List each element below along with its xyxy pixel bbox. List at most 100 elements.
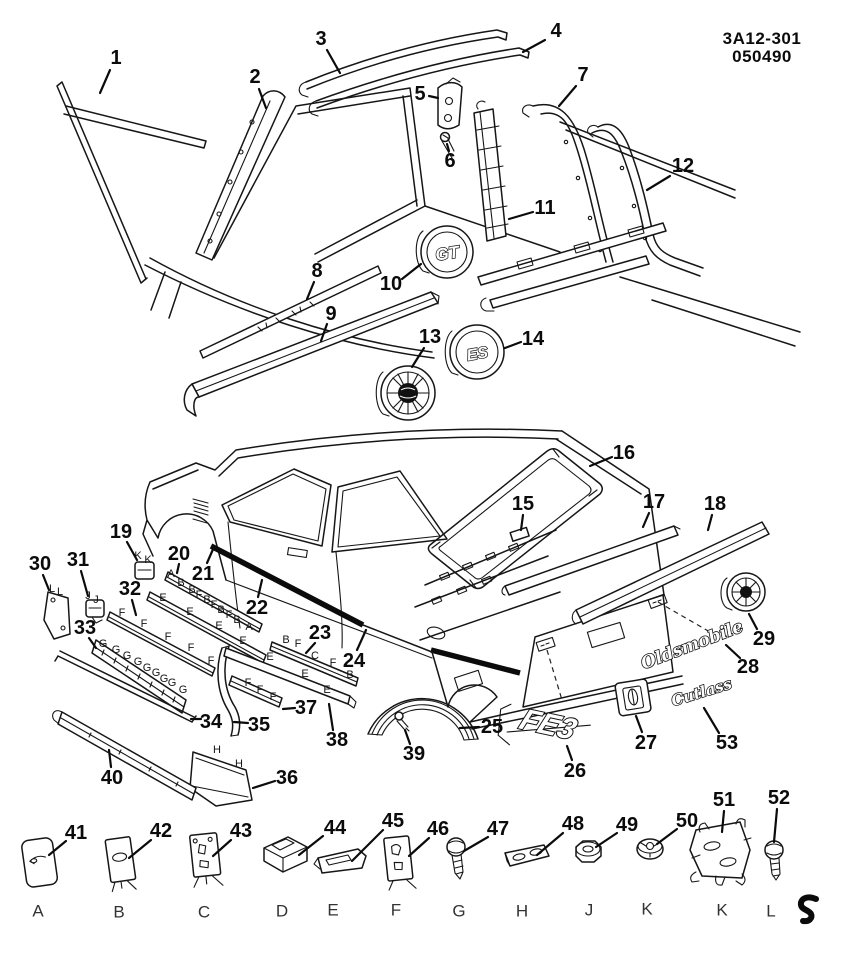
- upper-car-illustration: GT ES: [56, 29, 801, 421]
- callout-51: 51: [713, 789, 735, 811]
- callout-28: 28: [737, 656, 759, 678]
- callout-20: 20: [168, 543, 190, 565]
- callout-26: 26: [564, 760, 586, 782]
- legend-letter-G: G: [452, 902, 465, 921]
- windshield-header: [63, 105, 207, 149]
- attach-letter: B: [346, 669, 353, 681]
- callout-leader-9: [319, 322, 329, 343]
- callout-8: 8: [311, 260, 322, 282]
- attach-letter: G: [168, 677, 177, 689]
- callout-leader-28: [724, 643, 742, 660]
- attach-letter: F: [270, 691, 277, 703]
- callout-53: 53: [716, 732, 738, 754]
- legend-letter-J: J: [585, 901, 594, 920]
- callout-leader-18: [706, 513, 714, 532]
- callout-25: 25: [481, 716, 503, 738]
- callout-leader-12: [645, 174, 672, 192]
- callout-19: 19: [110, 521, 132, 543]
- callout-leader-31: [79, 569, 90, 598]
- part-22-black-molding: [209, 543, 365, 628]
- callout-leader-27: [634, 714, 644, 734]
- cutlass-script-text: Cutlass: [669, 674, 734, 710]
- callout-31: 31: [67, 549, 89, 571]
- attach-letter: L: [49, 583, 55, 595]
- callout-leader-40: [107, 748, 113, 769]
- lock-cylinder: [426, 626, 446, 640]
- callout-leader-16: [588, 455, 614, 468]
- callout-9: 9: [325, 303, 336, 325]
- callout-leader-47: [462, 835, 490, 853]
- callout-leader-25: [458, 725, 481, 730]
- callout-leader-29: [747, 612, 759, 631]
- legend-letter-B: B: [113, 903, 124, 922]
- part-16-backglass-molding: [427, 448, 603, 590]
- attach-letter: F: [141, 618, 148, 630]
- attach-letter: K: [144, 554, 152, 566]
- callout-10: 10: [380, 273, 402, 295]
- attach-letter: E: [323, 684, 330, 696]
- door-handle: [286, 547, 308, 559]
- emblem-position-leaders: [546, 601, 711, 701]
- part-12-corner-molding: [587, 123, 704, 277]
- callout-leader-26: [565, 744, 574, 762]
- hardware-a-pad: [21, 837, 59, 888]
- fe3-emblem-text: FE3: [515, 704, 581, 746]
- attach-letter: B: [217, 604, 224, 616]
- callout-38: 38: [326, 729, 348, 751]
- callout-leader-43: [211, 838, 233, 858]
- callout-40: 40: [101, 767, 123, 789]
- part-53-cutlass-script: Cutlass: [668, 674, 735, 711]
- part-24-black-molding: [430, 647, 521, 676]
- part-29-round-emblem: [720, 572, 766, 612]
- callout-leader-7: [557, 84, 578, 108]
- callout-45: 45: [382, 810, 404, 832]
- attach-letter: B: [188, 584, 195, 596]
- callout-leader-42: [127, 838, 153, 860]
- callout-22: 22: [246, 597, 268, 619]
- attach-letter: F: [208, 655, 215, 667]
- callout-leader-10: [400, 262, 423, 281]
- part-6-screw: [439, 131, 455, 159]
- callout-24: 24: [343, 650, 366, 672]
- callout-32: 32: [119, 578, 141, 600]
- part-17-deck-molding: [501, 525, 681, 596]
- callout-14: 14: [522, 328, 545, 350]
- callout-leader-30: [41, 573, 51, 592]
- part-28-oldsmobile-script: Oldsmobile: [638, 616, 747, 675]
- legend-letter-A: A: [32, 902, 44, 921]
- part-25-wheel-opening-molding: [367, 697, 479, 741]
- attach-letter: G: [152, 667, 161, 679]
- attach-letter: F: [196, 589, 203, 601]
- part-10-gt-emblem: GT: [415, 225, 474, 279]
- callout-leader-39: [403, 728, 412, 746]
- callout-29: 29: [753, 628, 775, 650]
- callout-leader-53: [702, 706, 721, 735]
- hardware-g-screw: [446, 837, 466, 880]
- attach-letter: F: [226, 609, 233, 621]
- callout-47: 47: [487, 818, 509, 840]
- attach-letter: E: [159, 592, 166, 604]
- legend-letter-E: E: [327, 901, 338, 920]
- callout-13: 13: [419, 326, 441, 348]
- part-1-pillar-molding: [56, 81, 148, 284]
- hardware-row: [21, 818, 819, 925]
- attach-letter: J: [85, 590, 91, 602]
- callout-leader-21: [205, 545, 216, 565]
- callout-leader-5: [427, 94, 440, 100]
- legend-letter-C: C: [198, 903, 210, 922]
- callout-36: 36: [276, 767, 298, 789]
- legend-letter-K: K: [716, 901, 728, 920]
- gt-emblem-text: GT: [434, 242, 462, 264]
- hardware-c-clip: [189, 832, 224, 888]
- attach-letter: E: [186, 606, 193, 618]
- callout-leader-46: [407, 836, 431, 858]
- attach-letter: B: [282, 634, 289, 646]
- legend-letter-L: L: [766, 902, 775, 921]
- part-15-clip: [509, 526, 530, 542]
- lower-body-outline: [142, 428, 563, 581]
- callout-1: 1: [110, 47, 121, 69]
- hardware-d-clip: [263, 836, 308, 873]
- callout-leader-45: [350, 828, 385, 863]
- callout-leader-50: [655, 827, 679, 846]
